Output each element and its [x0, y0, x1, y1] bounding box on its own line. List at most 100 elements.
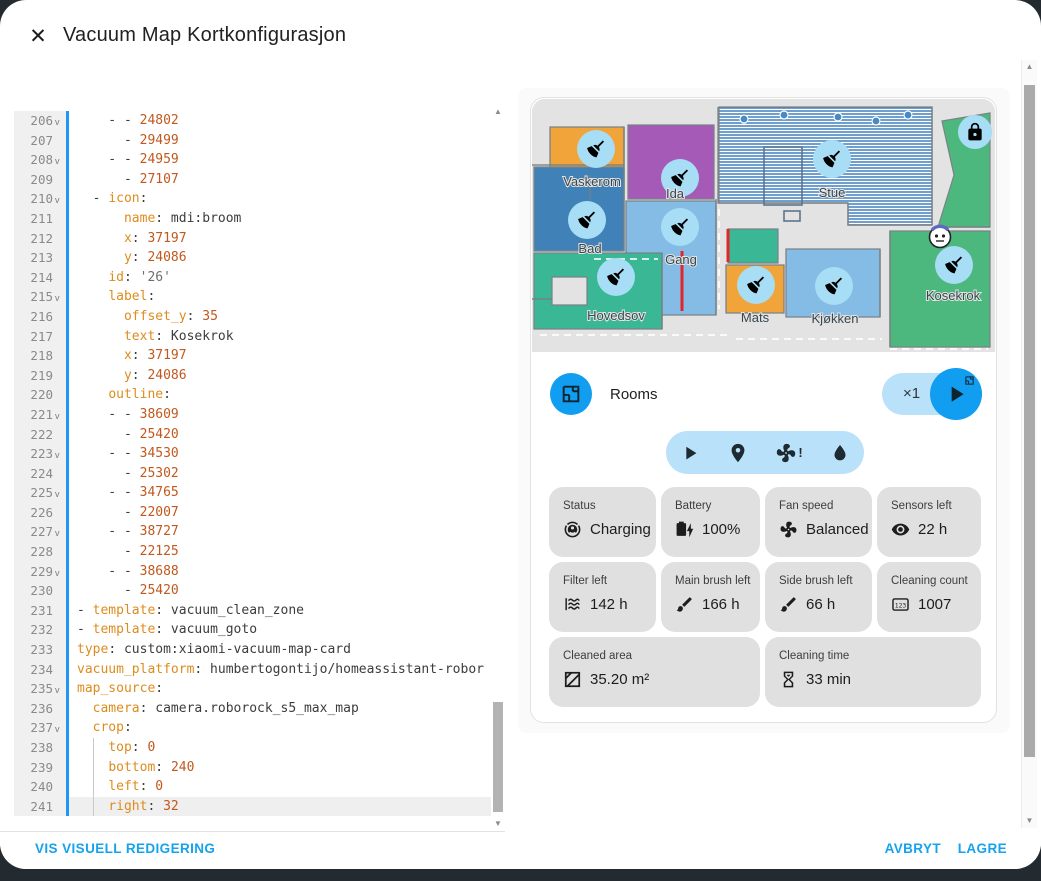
code-line[interactable]: 236 camera: camera.roborock_s5_max_map	[14, 698, 491, 719]
code-line[interactable]: 220 outline:	[14, 385, 491, 405]
room-clean-button-ida[interactable]	[661, 159, 699, 197]
tile-label: Sensors left	[891, 500, 952, 512]
brush-icon	[780, 597, 796, 612]
room-label: Vaskerom	[563, 174, 621, 189]
code-line[interactable]: 218 x: 37197	[14, 346, 491, 366]
code-line[interactable]: 219 y: 24086	[14, 365, 491, 386]
tile-value: 22 h	[918, 521, 948, 538]
code-line[interactable]: 230 - 25420	[14, 581, 491, 601]
map-lock-button[interactable]	[958, 115, 992, 149]
room-clean-button-bad[interactable]	[568, 201, 606, 239]
room-label: Stue	[819, 185, 846, 200]
code-line[interactable]: 214 id: '26'	[14, 267, 491, 288]
tile-battery[interactable]: Battery 100%	[661, 487, 760, 557]
show-visual-editor-button[interactable]: VIS VISUELL REDIGERING	[35, 841, 216, 856]
room-clean-button-kosekrok[interactable]	[935, 246, 973, 284]
tile-label: Cleaning count	[891, 575, 968, 587]
tile-value: 100%	[702, 521, 741, 538]
code-line[interactable]: 207 - 29499	[14, 130, 491, 151]
room-label: Ida	[666, 186, 685, 201]
floor-plan-icon	[562, 385, 580, 403]
room-clean-button-hovedsov[interactable]	[597, 258, 635, 296]
tile-value: 33 min	[806, 671, 852, 688]
battery-charging-icon	[676, 521, 694, 538]
tile-label: Battery	[675, 500, 712, 512]
map-mode-button[interactable]	[550, 373, 592, 415]
code-line[interactable]: 216 offset_y: 35	[14, 306, 491, 327]
tile-label: Cleaned area	[563, 650, 633, 662]
editor-scrollbar[interactable]: ▲ ▼	[491, 105, 505, 831]
map-mode-label: Rooms	[610, 386, 658, 403]
fan-icon	[777, 443, 796, 462]
code-line[interactable]: 239 bottom: 240	[14, 757, 491, 778]
code-line[interactable]: 211 name: mdi:broom	[14, 208, 491, 229]
code-line[interactable]: 226 - 22007	[14, 502, 491, 523]
scroll-up-icon[interactable]: ▲	[1025, 62, 1034, 71]
code-line[interactable]: 238 top: 0	[14, 738, 491, 758]
save-button[interactable]: LAGRE	[957, 841, 1007, 856]
room-clean-button-kjøkken[interactable]	[815, 267, 853, 305]
tile-cleaned-area[interactable]: Cleaned area 35.20 m²	[549, 637, 760, 707]
code-line[interactable]: 241 right: 32	[14, 796, 491, 817]
vacuum-water-level-button[interactable]	[829, 442, 851, 464]
tile-sensors-left[interactable]: Sensors left 22 h	[877, 487, 981, 557]
vacuum-locate-button[interactable]	[727, 442, 749, 464]
code-line[interactable]: 209 - 27107	[14, 169, 491, 190]
code-line[interactable]: 222 - 25420	[14, 424, 491, 445]
code-line[interactable]: 217 text: Kosekrok	[14, 326, 491, 347]
room-clean-button-mats[interactable]	[737, 266, 775, 304]
texture-box-icon	[563, 670, 582, 689]
code-line[interactable]: 228 - 22125	[14, 542, 491, 562]
scroll-down-icon[interactable]: ▼	[494, 819, 502, 828]
dialog-scrollbar-thumb[interactable]	[1024, 85, 1035, 757]
code-line[interactable]: 240 left: 0	[14, 777, 491, 797]
vacuum-fan-speed-button[interactable]: !	[775, 442, 803, 464]
code-line[interactable]: 231- template: vacuum_clean_zone	[14, 600, 491, 621]
code-line[interactable]: 212 x: 37197	[14, 228, 491, 249]
room-clean-button-vaskerom[interactable]	[577, 130, 615, 168]
vacuum-start-button[interactable]	[679, 442, 701, 464]
map-patch	[727, 228, 779, 264]
cancel-button[interactable]: AVBRYT	[884, 841, 941, 856]
scroll-down-icon[interactable]: ▼	[1025, 816, 1034, 825]
dialog-scrollbar[interactable]: ▲ ▼	[1021, 60, 1037, 828]
room-clean-button-stue[interactable]	[813, 140, 851, 178]
code-line[interactable]: 224 - 25302	[14, 463, 491, 484]
editor-scrollbar-thumb[interactable]	[493, 702, 503, 812]
code-line[interactable]: 232- template: vacuum_goto	[14, 620, 491, 641]
scroll-up-icon[interactable]: ▲	[494, 107, 502, 116]
air-filter-icon	[565, 597, 580, 611]
start-cleaning-button[interactable]	[930, 368, 982, 420]
tile-value: 35.20 m²	[590, 671, 650, 688]
tile-label: Main brush left	[675, 575, 751, 587]
code-line[interactable]: 213 y: 24086	[14, 248, 491, 268]
close-button[interactable]: ✕	[24, 23, 52, 51]
room-clean-button-gang[interactable]	[661, 208, 699, 246]
